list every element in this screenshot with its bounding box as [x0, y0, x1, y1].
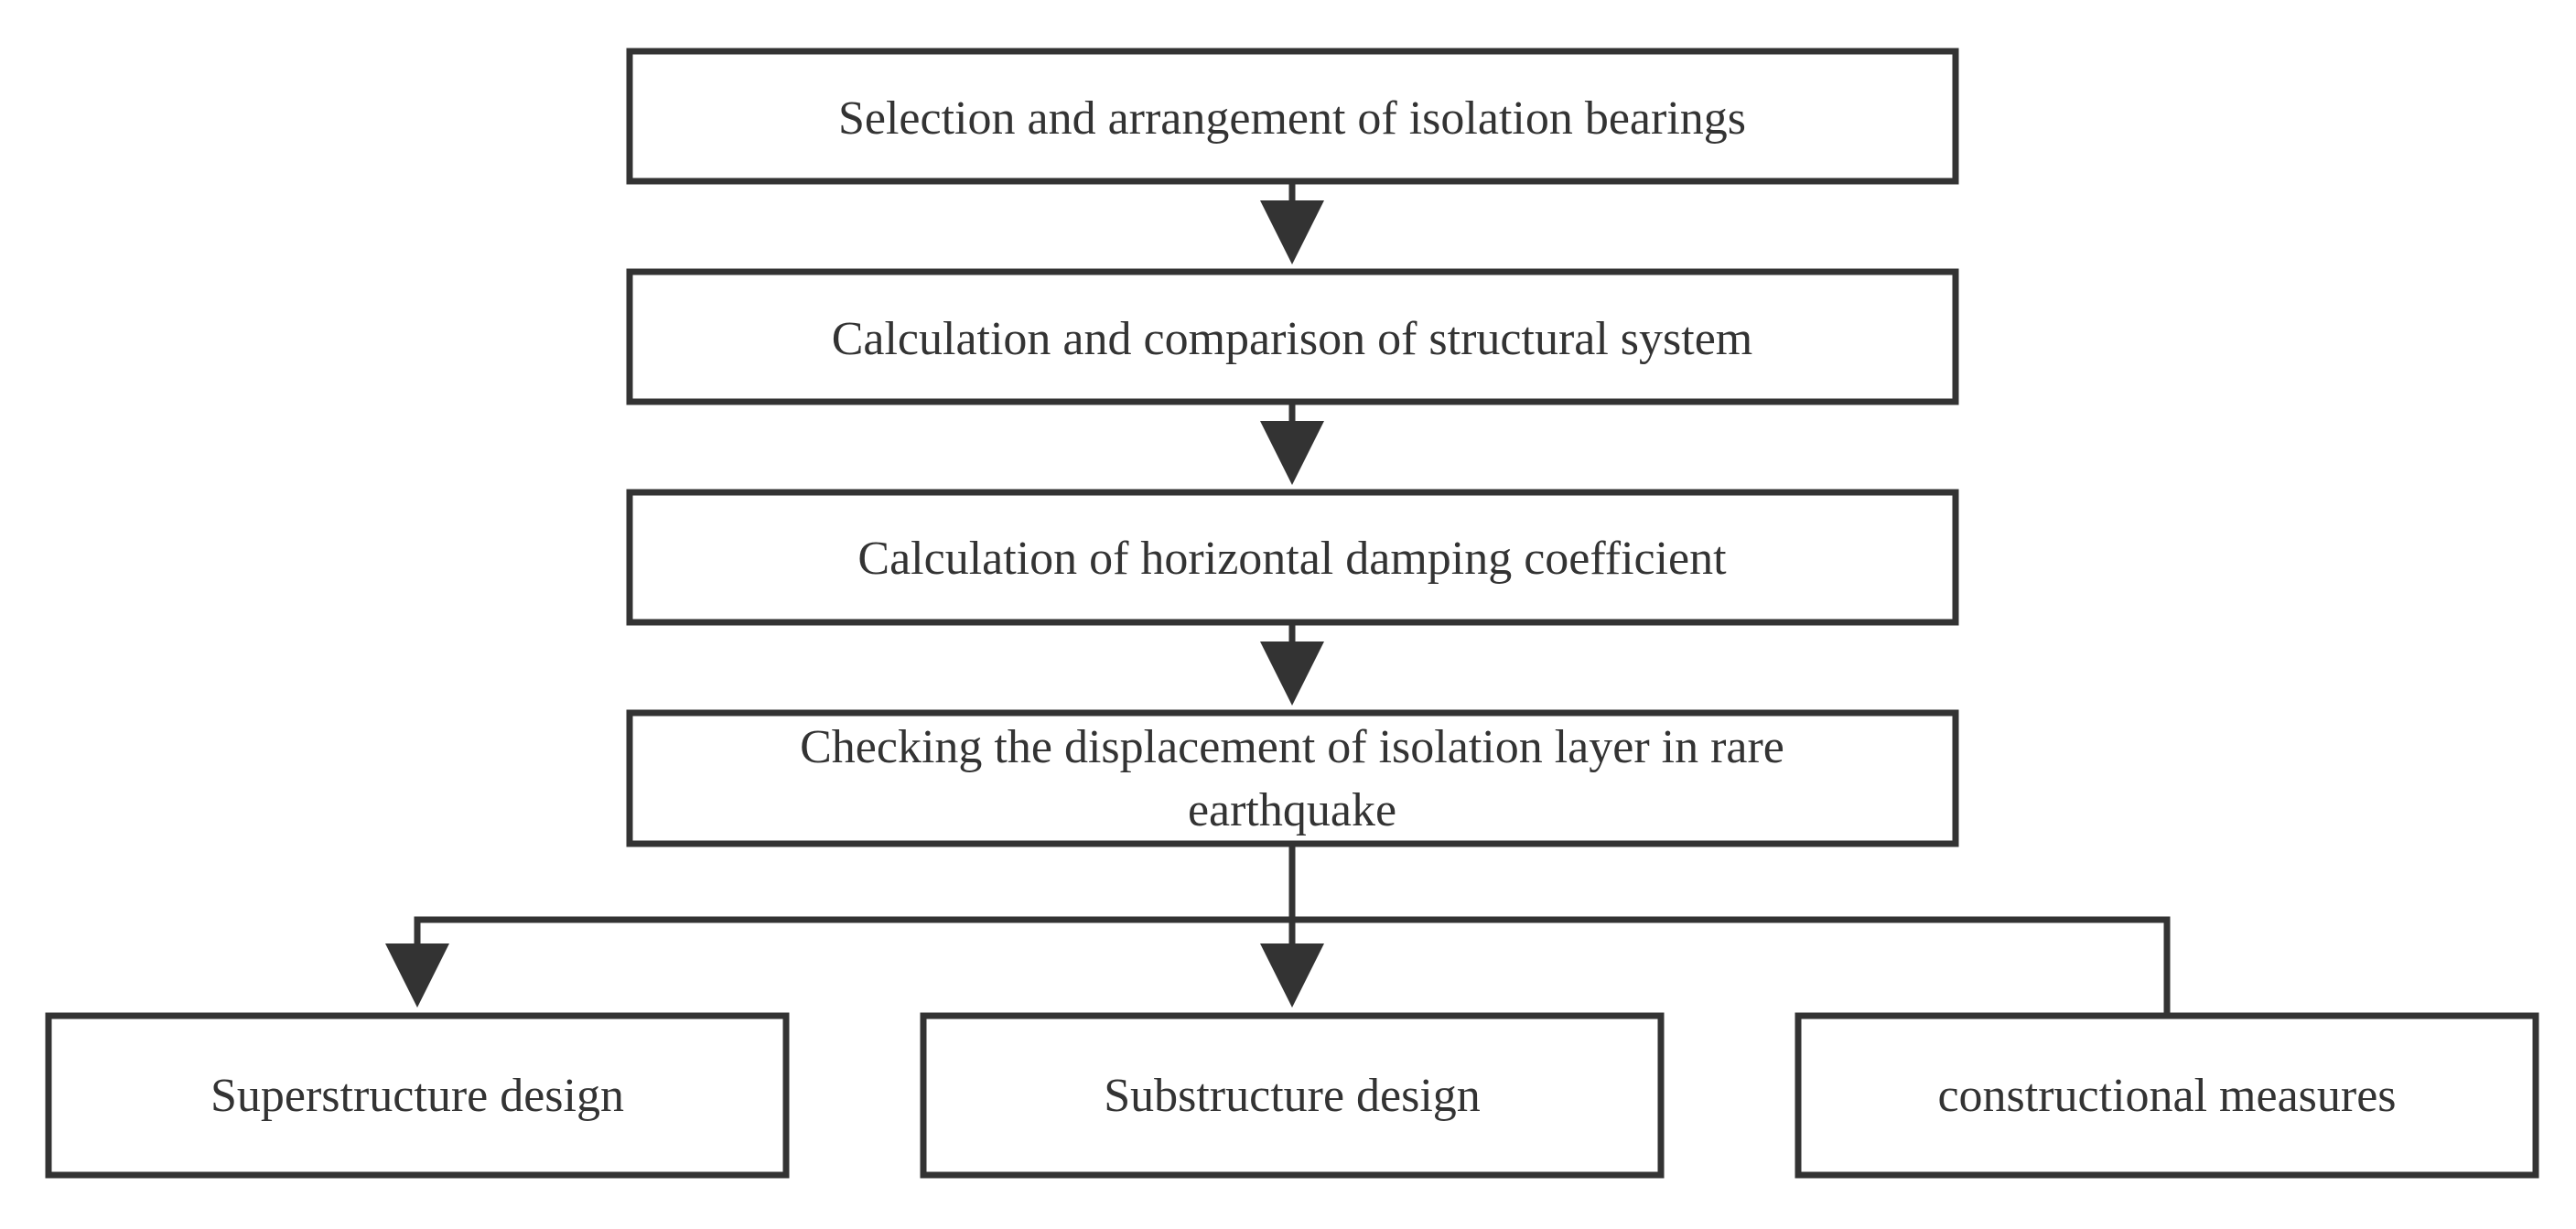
- branch1-label: Superstructure design: [210, 1070, 624, 1122]
- step4-box: [626, 709, 1959, 847]
- step3-label: Calculation of horizontal damping coeffi…: [857, 533, 1727, 585]
- step2-node: Calculation and comparison of structural…: [626, 268, 1959, 405]
- step4-node: Checking the displacement of isolation l…: [626, 709, 1959, 847]
- branch3-node: constructional measures: [1795, 1012, 2539, 1179]
- step3-box: [626, 489, 1959, 626]
- branch2-label: Substructure design: [1104, 1070, 1481, 1122]
- step2-box: [626, 268, 1959, 405]
- step3-node: Calculation of horizontal damping coeffi…: [626, 489, 1959, 626]
- step1-box: [626, 48, 1959, 185]
- step2-label: Calculation and comparison of structural…: [832, 313, 1753, 365]
- branch2-node: Substructure design: [920, 1012, 1665, 1179]
- branch1-node: Superstructure design: [45, 1012, 790, 1179]
- step4-label-line2: earthquake: [1188, 784, 1396, 836]
- step1-label: Selection and arrangement of isolation b…: [838, 92, 1746, 145]
- step1-node: Selection and arrangement of isolation b…: [626, 48, 1959, 185]
- step4-label-line1: Checking the displacement of isolation l…: [800, 721, 1784, 773]
- branch3-label: constructional measures: [1937, 1070, 2396, 1122]
- branch2-box: [920, 1012, 1665, 1179]
- branch3-box: [1795, 1012, 2539, 1179]
- branch1-box: [45, 1012, 790, 1179]
